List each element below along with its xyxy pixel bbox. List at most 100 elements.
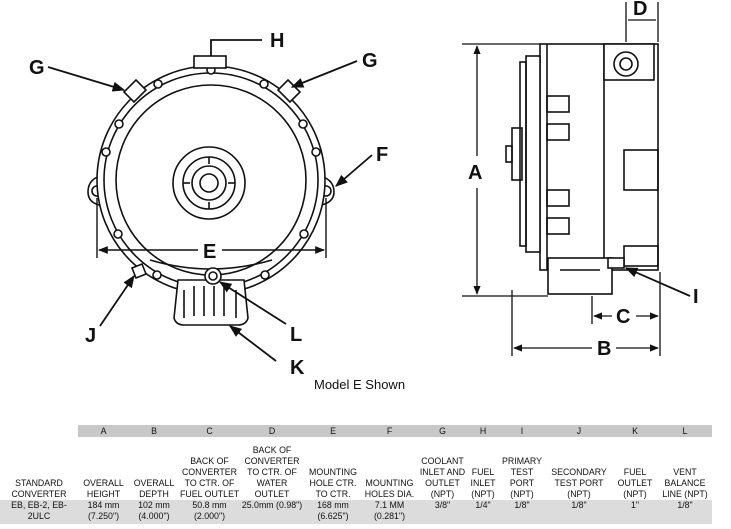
callout-h: H [270,30,284,52]
table-value-row: EB, EB-2, EB-2ULC 184 mm(7.250") 102 mm(4.… [0,500,712,524]
table-value-line: 2ULC [27,511,51,521]
table-cell: 1/8" [658,500,712,524]
side-housing [539,43,659,271]
table-value-line: (6.625") [317,511,349,521]
callout-c: C [616,306,630,328]
table-col-letter [0,425,78,437]
table-value-line: (0.281") [374,511,405,521]
table-header-line: BACK OF [252,445,292,455]
callout-g-left: G [29,57,45,79]
table-value-line: 1/4" [475,500,491,510]
table-col-letter: K [612,425,658,437]
callout-d: D [633,0,647,20]
table-col-letter: E [304,425,362,437]
table-col-letter: B [129,425,179,437]
figure-caption: Model E Shown [314,377,406,392]
callout-e: E [203,241,216,263]
table-cell: 50.8 mm(2.000") [179,500,240,524]
table-header-line: FUEL [623,467,647,477]
table-value-line: 1/8" [514,500,530,510]
callout-i: I [693,286,699,308]
callout-b: B [597,338,611,360]
converter-drawing: G G H F E J L K [29,0,699,379]
table-value-line: 50.8 mm [192,500,227,510]
table-header-line: OUTLET [254,489,290,499]
coolant-port-right [276,78,302,104]
table-col-letter: F [362,425,417,437]
table-cell: 25.0mm (0.98") [240,500,304,524]
table-header-line: MOUNTING [365,478,414,488]
table-col-letter: J [546,425,612,437]
table-value-line: (7.250") [88,511,119,521]
front-view [87,55,335,326]
table-cell: 1/8" [546,500,612,524]
table-header-line: (NPT) [567,489,591,499]
table-value-line: 184 mm [87,500,120,510]
table-cell: 102 mm(4.000") [129,500,179,524]
table-header-line: TO CTR. OF [184,478,235,488]
table-value-line: 1" [630,500,639,510]
table-header-line: PRIMARY [502,456,542,466]
table-header-line: FUEL [471,467,495,477]
housing-bolts [101,65,321,280]
table-header-line: TO CTR. [315,489,351,499]
table-header-line: MOUNTING [309,467,357,477]
callout-f: F [376,144,388,166]
table-col-letter: C [179,425,240,437]
table-value-line: 7.1 MM [374,500,405,510]
side-coolant-fitting [603,43,655,81]
table-header-line: (NPT) [623,489,647,499]
callout-a: A [468,162,482,184]
table-col-letter: H [468,425,498,437]
table-cell: 7.1 MM(0.281") [362,500,417,524]
table-header-line: VENT [673,467,697,477]
table-cell: 1/8" [498,500,546,524]
table-header-line: CONVERTER [181,467,238,477]
vent-balance-port [204,267,222,285]
table-value-line: 102 mm [138,500,170,510]
table-header-line: OUTLET [617,478,653,488]
table-header-line: OVERALL [83,478,124,488]
table-value-line: 1/8" [677,500,693,510]
table-value-line: 1/8" [571,500,587,510]
table-cell: EB, EB-2, EB-2ULC [0,500,78,524]
table-header-line: BACK OF [190,456,229,466]
side-fuel-outlet [547,257,613,295]
table-cell: 168 mm(6.625") [304,500,362,524]
table-header-line: WATER [256,478,288,488]
table-header-line: TEST PORT [554,478,604,488]
callout-k: K [290,357,305,379]
table-header-line: STANDARD [15,478,63,488]
table-value-line: (4.000") [138,511,170,521]
table-header-line: (NPT) [471,489,495,499]
primary-test-port [607,257,625,269]
table-header-line: LINE (NPT) [662,489,708,499]
table-header-line: HOLE CTR. [309,478,357,488]
table-header-line: BALANCE [664,478,706,488]
table-value-line: 168 mm [317,500,349,510]
table-header-line: HOLES DIA. [364,489,415,499]
fuel-inlet-port [193,55,227,69]
coolant-port-left [122,78,148,104]
table-value-line: 3/8" [434,500,451,510]
table-header-line: INLET AND [419,467,466,477]
table-header-line: TEST [510,467,534,477]
table-header-line: INLET [470,478,496,488]
table-header-line: TO CTR. OF [247,467,297,477]
callout-j: J [85,325,96,347]
table-cell: 1" [612,500,658,524]
table-header-line: COOLANT [421,456,464,466]
